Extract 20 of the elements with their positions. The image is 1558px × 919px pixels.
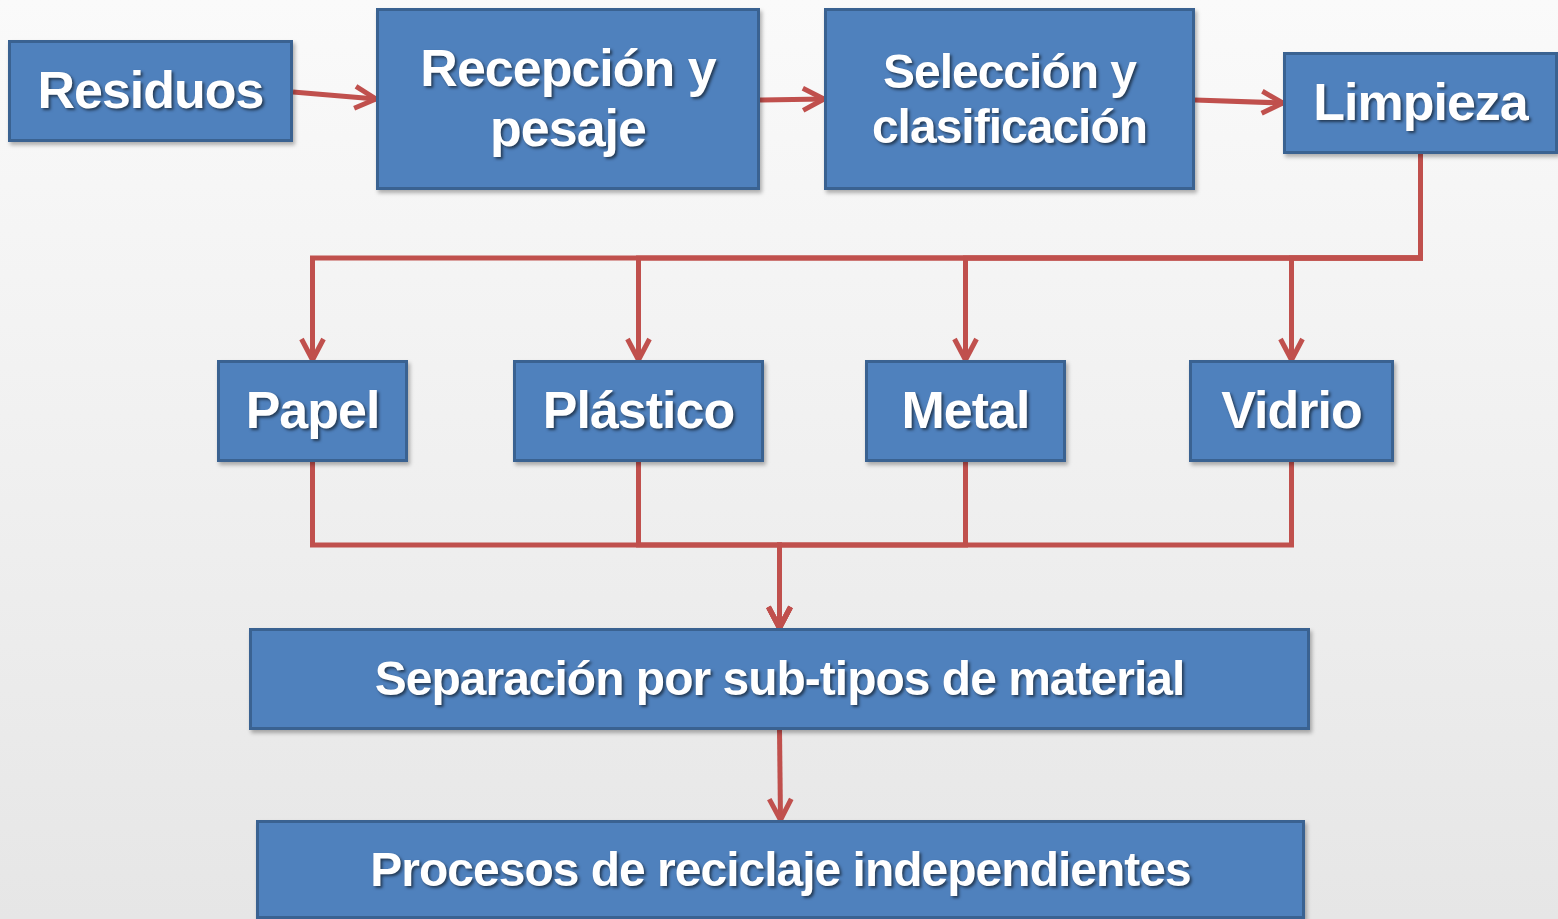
process-box — [8, 40, 293, 142]
process-box — [824, 8, 1195, 190]
process-box — [1283, 52, 1558, 154]
process-label: Separación por sub-tipos de material — [374, 651, 1185, 707]
process-box — [249, 628, 1310, 730]
process-box — [376, 8, 760, 190]
process-box — [217, 360, 408, 462]
process-label: Recepción y pesaje — [419, 39, 718, 159]
process-label: Limpieza — [1313, 73, 1528, 133]
process-box — [513, 360, 764, 462]
process-label: Metal — [901, 381, 1030, 441]
process-label: Residuos — [37, 61, 264, 121]
process-label: Procesos de reciclaje independientes — [370, 841, 1191, 898]
process-label: Selección y clasificación — [870, 43, 1149, 155]
process-box — [1189, 360, 1394, 462]
process-box — [256, 820, 1305, 919]
process-label: Plástico — [542, 381, 735, 441]
process-box — [865, 360, 1066, 462]
process-label: Papel — [245, 381, 380, 441]
process-label: Vidrio — [1221, 381, 1362, 441]
